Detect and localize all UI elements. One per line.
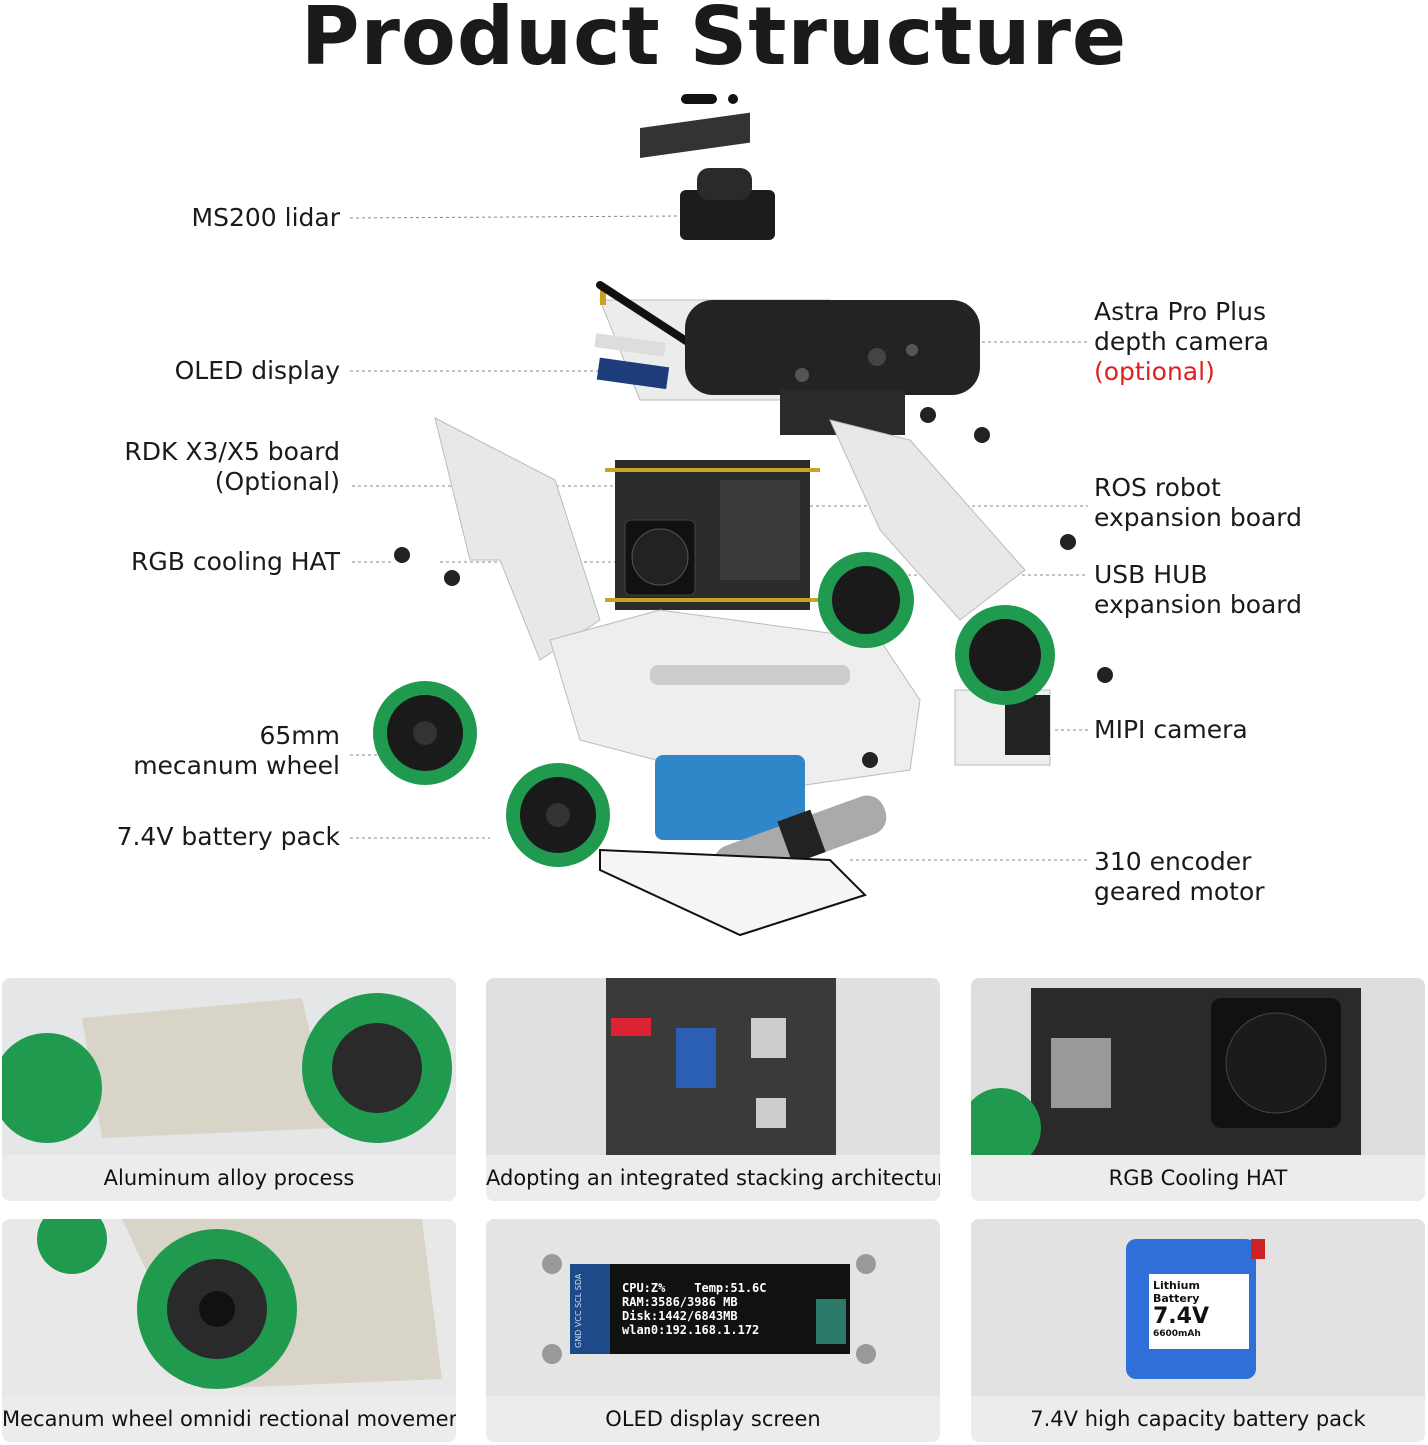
- aluminum-chassis-photo: [2, 978, 456, 1158]
- oled-line: Disk:1442/6843MB: [622, 1309, 738, 1323]
- label-text: mecanum wheel: [133, 751, 340, 780]
- label-text: 65mm: [259, 721, 340, 750]
- oled-pins: GND VCC SCL SDA: [574, 1273, 583, 1349]
- mecanum-wheel-icons: [373, 552, 1055, 867]
- optional-note: (optional): [1094, 357, 1215, 386]
- label-text: depth camera: [1094, 327, 1270, 356]
- tile-aluminum-alloy: Aluminum alloy process: [2, 978, 456, 1201]
- oled-photo: [486, 1219, 940, 1399]
- tile-caption: 7.4V high capacity battery pack: [971, 1396, 1425, 1442]
- label-text: expansion board: [1094, 503, 1303, 532]
- tile-caption: Mecanum wheel omnidi rectional movement: [2, 1396, 456, 1442]
- stacking-photo: [486, 978, 940, 1158]
- label-mipi-camera: MIPI camera: [1094, 715, 1248, 745]
- oled-line: RAM:3586/3986 MB: [622, 1295, 738, 1309]
- label-text: USB HUB: [1094, 560, 1208, 589]
- label-text: MIPI camera: [1094, 715, 1248, 744]
- page-title: Product Structure: [300, 0, 1128, 83]
- label-text: RDK X3/X5 board: [124, 437, 340, 466]
- label-rgb-cooling-hat: RGB cooling HAT: [131, 547, 340, 577]
- battery-brand: Lithium Battery: [1153, 1279, 1200, 1305]
- label-text: 310 encoder: [1094, 847, 1252, 876]
- tile-caption: OLED display screen: [486, 1396, 940, 1442]
- oled-line: wlan0:192.168.1.172: [622, 1323, 760, 1337]
- lidar-icon: [640, 112, 775, 240]
- tile-mecanum-wheel: Mecanum wheel omnidi rectional movement: [2, 1219, 456, 1442]
- label-ms200-lidar: MS200 lidar: [192, 203, 340, 233]
- label-text: expansion board: [1094, 590, 1303, 619]
- label-text: RGB cooling HAT: [131, 547, 340, 576]
- label-battery-pack: 7.4V battery pack: [117, 822, 340, 852]
- label-oled-display: OLED display: [175, 356, 340, 386]
- depth-camera-icon: [685, 300, 980, 435]
- tile-battery: Lithium Battery 7.4V 6600mAh 7.4V high c…: [971, 1219, 1425, 1442]
- label-text: (Optional): [214, 467, 340, 496]
- battery-label: Lithium Battery 7.4V 6600mAh: [1153, 1279, 1248, 1339]
- title-underline: [681, 94, 717, 104]
- board-stack-icon: [605, 460, 820, 610]
- label-text: ROS robot: [1094, 473, 1221, 502]
- tile-rgb-cooling-hat: RGB Cooling HAT: [971, 978, 1425, 1201]
- tile-oled-display: GND VCC SCL SDA CPU:Z% Temp:51.6C RAM:35…: [486, 1219, 940, 1442]
- label-text: MS200 lidar: [191, 203, 340, 232]
- label-text: geared motor: [1094, 877, 1265, 906]
- tile-stacking-architecture: Adopting an integrated stacking architec…: [486, 978, 940, 1201]
- oled-line: CPU:Z% Temp:51.6C: [622, 1281, 767, 1295]
- tile-caption: Aluminum alloy process: [2, 1155, 456, 1201]
- label-text: Astra Pro Plus: [1094, 297, 1266, 326]
- exploded-robot-diagram: [349, 112, 1113, 937]
- tile-caption: Adopting an integrated stacking architec…: [486, 1155, 940, 1201]
- cooling-hat-photo: [971, 978, 1425, 1168]
- title-dot: [728, 94, 738, 104]
- label-text: 7.4V battery pack: [116, 822, 340, 851]
- tile-caption: RGB Cooling HAT: [971, 1155, 1425, 1201]
- label-rdk-board: RDK X3/X5 board(Optional): [124, 437, 340, 497]
- label-text: OLED display: [174, 356, 340, 385]
- oled-screen-text: CPU:Z% Temp:51.6C RAM:3586/3986 MB Disk:…: [622, 1281, 767, 1337]
- mecanum-wheel-photo: [2, 1219, 456, 1399]
- battery-capacity: 6600mAh: [1153, 1329, 1201, 1339]
- battery-voltage: 7.4V: [1153, 1304, 1209, 1329]
- battery-photo: [971, 1219, 1425, 1399]
